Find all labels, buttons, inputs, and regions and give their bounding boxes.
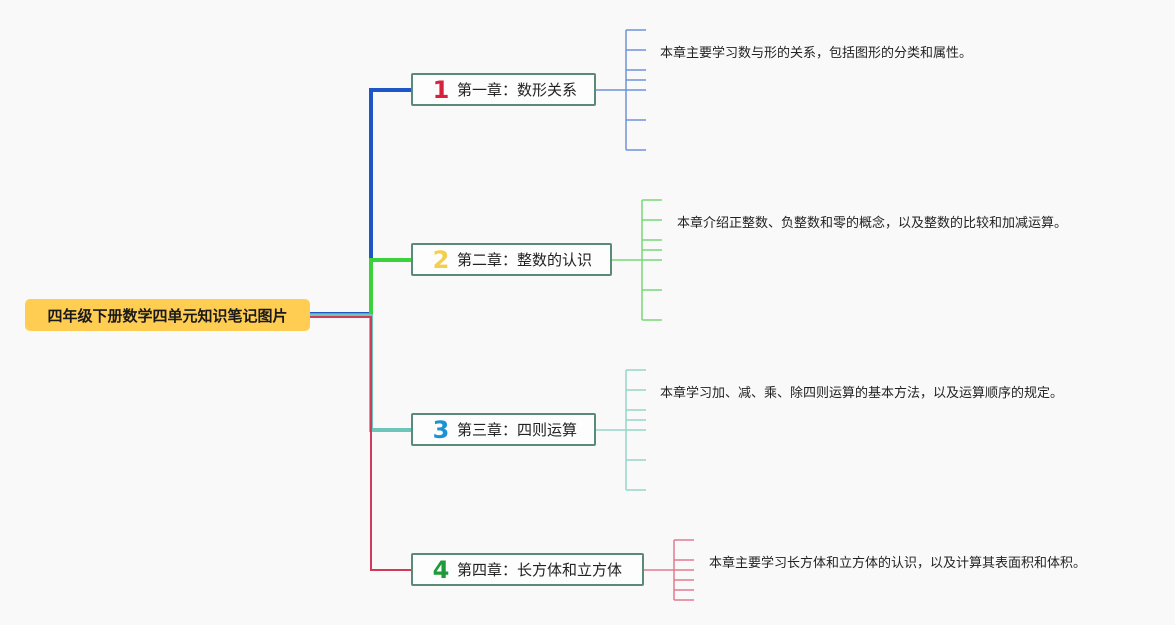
chapter-note-3: 本章学习加、减、乘、除四则运算的基本方法，以及运算顺序的规定。 — [660, 386, 1064, 401]
connector-chapter-3 — [310, 314, 411, 432]
chapter-node-4[interactable]: 4 第四章：长方体和立方体 — [411, 553, 644, 586]
chapter-node-2[interactable]: 2 第二章：整数的认识 — [411, 243, 612, 276]
number-2-icon: 2 — [432, 245, 450, 274]
connector-chapter-4 — [310, 316, 411, 571]
chapter-title: 第三章：四则运算 — [457, 421, 578, 439]
chapter-node-1[interactable]: 1 第一章：数形关系 — [411, 73, 596, 106]
root-label: 四年级下册数学四单元知识笔记图片 — [47, 306, 288, 325]
note-bracket-4 — [644, 539, 694, 601]
chapter-title: 第四章：长方体和立方体 — [457, 561, 623, 579]
root-node[interactable]: 四年级下册数学四单元知识笔记图片 — [25, 299, 310, 331]
chapter-node-3[interactable]: 3 第三章：四则运算 — [411, 413, 596, 446]
chapter-title: 第一章：数形关系 — [457, 81, 578, 99]
number-4-icon: 4 — [432, 555, 450, 584]
chapter-note-4: 本章主要学习长方体和立方体的认识，以及计算其表面积和体积。 — [709, 556, 1087, 571]
chapter-title: 第二章：整数的认识 — [457, 251, 593, 269]
number-3-icon: 3 — [432, 415, 450, 444]
connector-chapter-2 — [310, 258, 411, 317]
note-bracket-1 — [596, 29, 646, 151]
connector-chapter-1 — [310, 88, 411, 316]
note-bracket-2 — [612, 199, 662, 321]
note-bracket-3 — [596, 369, 646, 491]
chapter-note-2: 本章介绍正整数、负整数和零的概念，以及整数的比较和加减运算。 — [677, 216, 1068, 231]
chapter-note-1: 本章主要学习数与形的关系，包括图形的分类和属性。 — [660, 46, 973, 61]
number-1-icon: 1 — [432, 75, 450, 104]
